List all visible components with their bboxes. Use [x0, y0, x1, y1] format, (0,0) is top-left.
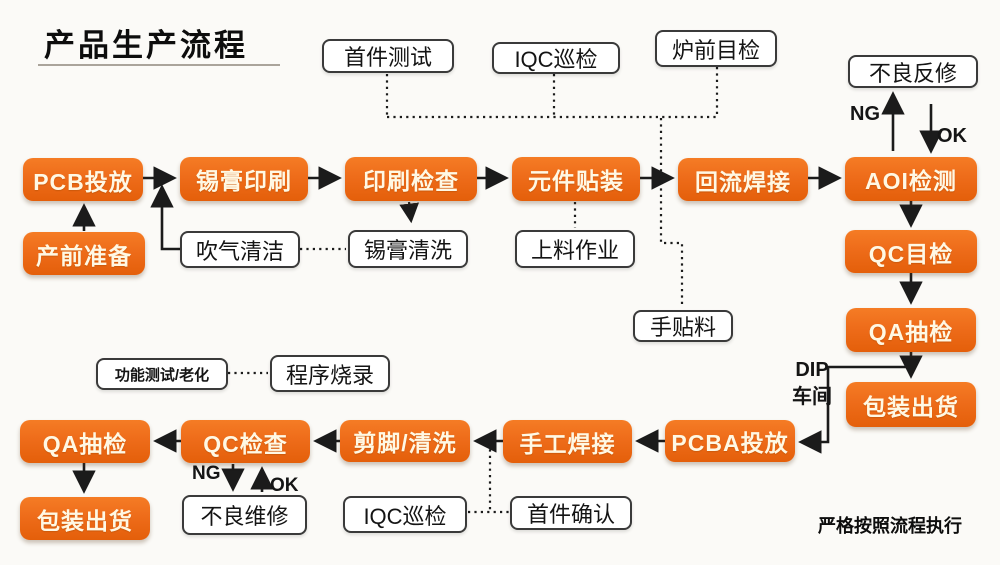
node-qa-sampling-right: QA抽检: [846, 308, 976, 352]
footer-note: 严格按照流程执行: [818, 516, 962, 536]
node-print-check: 印刷检查: [345, 157, 477, 201]
node-material-loading: 上料作业: [515, 230, 635, 268]
page-title: 产品生产流程: [44, 28, 248, 63]
node-defect-rework: 不良反修: [848, 55, 978, 88]
dotted-printcheck-to-pasteclean: [399, 201, 420, 224]
title-underline: [38, 64, 280, 66]
node-first-article-confirm: 首件确认: [510, 496, 632, 530]
node-pre-production: 产前准备: [23, 232, 145, 275]
node-first-article-test: 首件测试: [322, 39, 454, 73]
node-pre-furnace-check: 炉前目检: [655, 30, 777, 67]
arrow-airclean-to-flow: [150, 184, 181, 251]
node-pcb-launch: PCB投放: [23, 158, 143, 201]
node-paste-print: 锡膏印刷: [180, 157, 308, 201]
node-iqc-patrol-bottom: IQC巡检: [343, 496, 467, 533]
node-reflow-solder: 回流焊接: [678, 158, 808, 201]
node-hand-paste: 手贴料: [633, 310, 733, 342]
node-qc-visual: QC目检: [845, 230, 977, 273]
node-qc-check: QC检查: [181, 420, 310, 463]
node-air-clean: 吹气清洁: [180, 231, 300, 268]
node-trim-clean: 剪脚/清洗: [340, 420, 470, 462]
node-component-place: 元件贴装: [512, 157, 640, 201]
label-dip-workshop: DIP车间: [792, 359, 832, 408]
node-defect-repair: 不良维修: [182, 495, 307, 535]
node-qa-sampling-bottom: QA抽检: [20, 420, 150, 463]
node-aoi-check: AOI检测: [845, 157, 977, 201]
node-packing-right: 包装出货: [846, 382, 976, 427]
node-function-test-aging: 功能测试/老化: [96, 358, 228, 390]
node-hand-solder: 手工焊接: [503, 420, 632, 463]
node-iqc-patrol-top: IQC巡检: [492, 42, 620, 74]
node-pcba-launch: PCBA投放: [665, 420, 795, 462]
label-ok-bottom: OK: [270, 475, 299, 496]
node-program-burn: 程序烧录: [270, 355, 390, 392]
node-paste-clean: 锡膏清洗: [348, 230, 468, 268]
label-ng-bottom: NG: [192, 463, 221, 484]
node-packing-bottom: 包装出货: [20, 497, 150, 540]
dotted-bus-to-handpaste: [659, 118, 684, 307]
arrow-dip-branch-to-pcba: [798, 365, 911, 454]
label-ng-top: NG: [850, 103, 880, 125]
label-ok-top: OK: [937, 125, 967, 147]
